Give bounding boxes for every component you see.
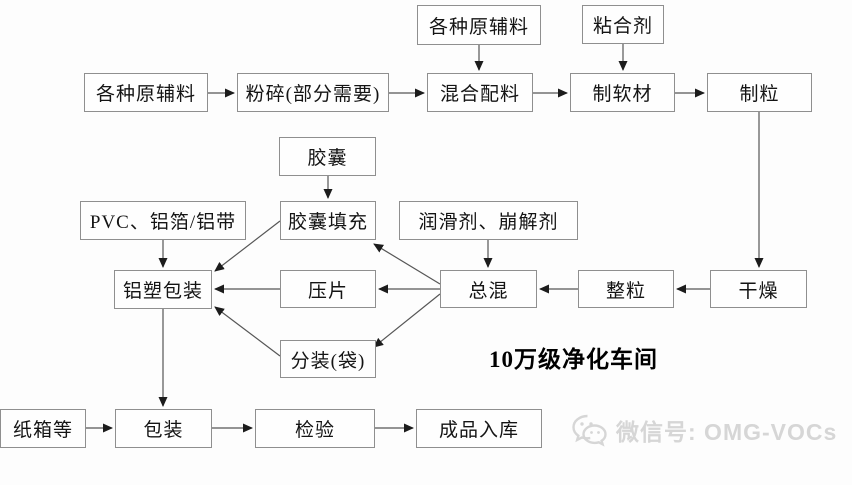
flow-node-inspection: 检验 bbox=[255, 409, 375, 448]
flow-node-tableting: 压片 bbox=[280, 270, 376, 308]
flow-node-bagging: 分装(袋) bbox=[280, 340, 376, 378]
flow-node-binder: 粘合剂 bbox=[582, 5, 664, 44]
flow-node-lubricant: 润滑剂、崩解剂 bbox=[399, 201, 578, 240]
flow-node-size-grading: 整粒 bbox=[578, 270, 674, 308]
flow-node-drying: 干燥 bbox=[710, 270, 807, 308]
edge-capsule-filling-to-alu-packaging bbox=[214, 220, 281, 272]
wechat-icon bbox=[570, 412, 612, 448]
watermark-text: 微信号: OMG-VOCs bbox=[616, 419, 838, 445]
flow-node-warehouse: 成品入库 bbox=[416, 409, 542, 448]
edge-bagging-to-alu-packaging bbox=[214, 306, 281, 357]
flow-node-crushing: 粉碎(部分需要) bbox=[237, 73, 389, 112]
flow-node-alu-packaging: 铝塑包装 bbox=[114, 270, 212, 309]
flow-node-soft-material: 制软材 bbox=[570, 73, 675, 112]
flow-node-pvc-foil: PVC、铝箔/铝带 bbox=[80, 201, 246, 240]
edge-final-blending-to-capsule-filling bbox=[373, 243, 441, 285]
flow-node-raw-materials-1: 各种原辅料 bbox=[84, 73, 208, 112]
flow-node-cartons: 纸箱等 bbox=[0, 409, 86, 448]
flow-node-final-blending: 总混 bbox=[440, 270, 537, 308]
cleanroom-grade-label: 10万级净化车间 bbox=[489, 347, 658, 372]
flow-node-capsule: 胶囊 bbox=[279, 137, 376, 176]
flow-node-capsule-filling: 胶囊填充 bbox=[280, 201, 376, 240]
flow-node-mixing: 混合配料 bbox=[427, 73, 533, 112]
flow-node-granulation: 制粒 bbox=[707, 73, 812, 112]
edge-final-blending-to-bagging bbox=[373, 293, 441, 348]
flow-node-raw-materials-2: 各种原辅料 bbox=[417, 5, 541, 45]
flow-node-packing: 包装 bbox=[115, 409, 212, 448]
watermark: 微信号: OMG-VOCs bbox=[570, 412, 837, 448]
